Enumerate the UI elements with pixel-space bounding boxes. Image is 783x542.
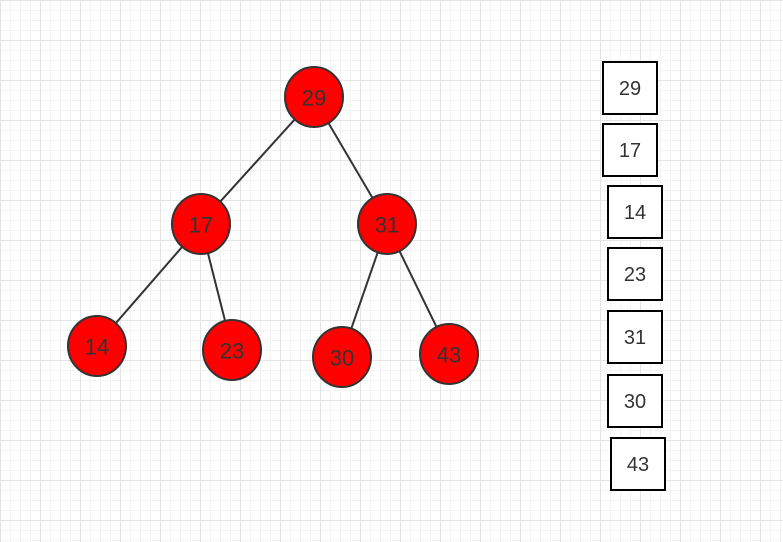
tree-node-circle [312, 326, 372, 388]
tree-node-29: 29 [284, 66, 344, 128]
array-box-rect [607, 374, 663, 428]
tree-edge-n17-n14 [115, 246, 183, 324]
array-box-rect [607, 310, 663, 364]
array-box-rect [602, 123, 658, 177]
tree-edge-n29-n31 [327, 122, 374, 199]
array-box-label: 30 [624, 391, 646, 413]
array-box-29: 29 [602, 61, 658, 115]
tree-node-30: 30 [312, 326, 372, 388]
tree-node-label: 17 [189, 213, 213, 238]
array-box-17: 17 [602, 123, 658, 177]
array-box-label: 31 [624, 327, 646, 349]
tree-edge-n17-n23 [206, 252, 227, 322]
tree-node-23: 23 [202, 319, 262, 381]
tree-edge-n29-n17 [219, 118, 296, 203]
tree-edge-n31-n43 [398, 250, 438, 328]
array-box-rect [610, 437, 666, 491]
array-boxes: 29 17 14 23 31 30 43 [602, 61, 666, 491]
array-box-rect [602, 61, 658, 115]
tree-node-circle [171, 193, 231, 255]
tree-node-circle [202, 319, 262, 381]
tree-node-circle [419, 323, 479, 385]
tree-node-label: 23 [220, 339, 244, 364]
tree-node-circle [67, 315, 127, 377]
tree-nodes: 29 17 31 14 23 30 43 [67, 66, 479, 388]
tree-node-17: 17 [171, 193, 231, 255]
array-box-rect [607, 185, 663, 239]
array-box-rect [607, 247, 663, 301]
tree-edges [115, 118, 438, 329]
array-box-label: 14 [624, 202, 646, 224]
tree-node-label: 14 [85, 335, 109, 360]
tree-node-circle [357, 193, 417, 255]
tree-node-label: 30 [330, 346, 354, 371]
array-box-14: 14 [607, 185, 663, 239]
array-box-43: 43 [610, 437, 666, 491]
tree-node-label: 29 [302, 86, 326, 111]
array-box-label: 23 [624, 264, 646, 286]
tree-node-label: 43 [437, 343, 461, 368]
tree-edge-n31-n30 [350, 252, 379, 329]
tree-node-31: 31 [357, 193, 417, 255]
array-box-label: 29 [619, 78, 641, 100]
array-box-label: 17 [619, 140, 641, 162]
array-box-label: 43 [627, 454, 649, 476]
tree-node-14: 14 [67, 315, 127, 377]
array-box-30: 30 [607, 374, 663, 428]
array-box-23: 23 [607, 247, 663, 301]
array-box-31: 31 [607, 310, 663, 364]
tree-node-43: 43 [419, 323, 479, 385]
tree-node-circle [284, 66, 344, 128]
tree-node-label: 31 [375, 213, 399, 238]
